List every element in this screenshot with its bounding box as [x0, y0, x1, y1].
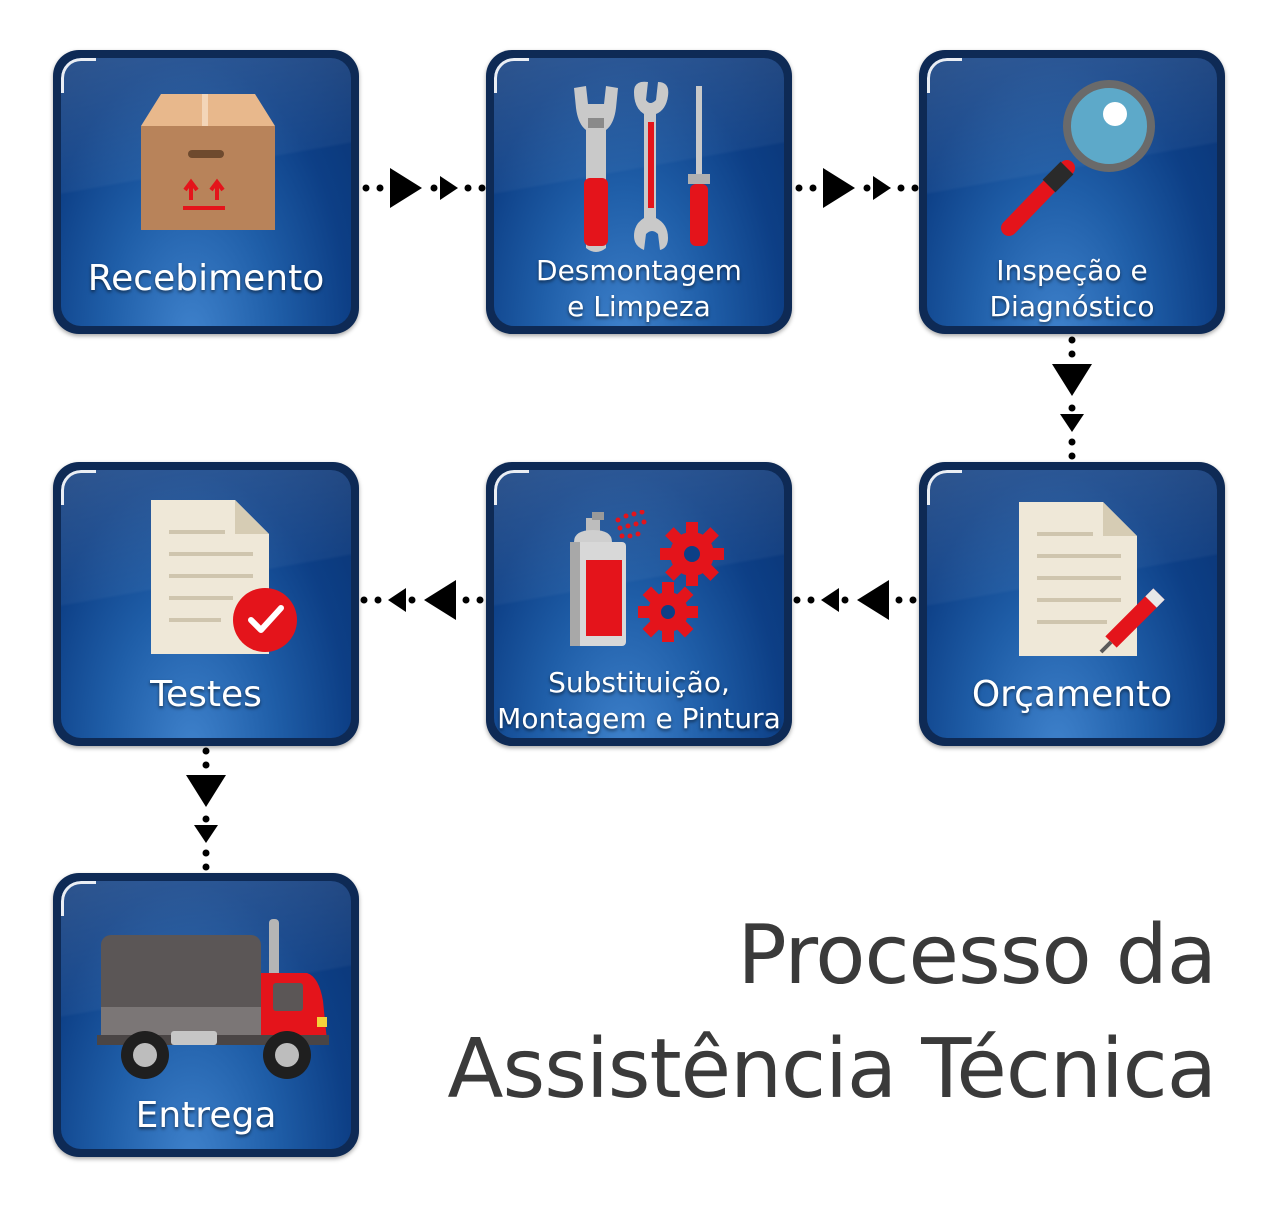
step-label-line1: Substituição, [548, 666, 730, 699]
card-background: Substituição, Montagem e Pintura [494, 470, 784, 738]
step-label: Recebimento [87, 258, 325, 299]
magnifier-icon [1001, 80, 1155, 236]
arrow-connector-down [186, 747, 226, 871]
diagram-title-line2: Assistência Técnica [447, 1022, 1217, 1117]
card-background: Entrega [61, 881, 351, 1149]
step-label-line1: Inspeção e [996, 254, 1148, 287]
card-background: Inspeção e Diagnóstico [927, 58, 1217, 326]
spray-gears-icon [570, 510, 724, 646]
document-pen-icon [1019, 502, 1165, 656]
document-check-icon [151, 500, 297, 654]
card-background: Testes [61, 470, 351, 738]
step-label: Testes [150, 674, 262, 715]
step-card-testes: Testes [53, 462, 359, 746]
step-label-line2: Diagnóstico [989, 290, 1155, 323]
arrow-connector-down [1052, 336, 1092, 460]
truck-icon [97, 919, 329, 1079]
step-label-line2: e Limpeza [567, 290, 711, 323]
step-card-substituicao: Substituição, Montagem e Pintura [486, 462, 792, 746]
card-background: Desmontagem e Limpeza [494, 58, 784, 326]
step-label: Entrega [135, 1095, 277, 1136]
diagram-title-line1: Processo da [737, 908, 1217, 1003]
box-icon [141, 94, 275, 230]
step-card-orcamento: Orçamento [919, 462, 1225, 746]
arrow-connector-right [795, 168, 919, 208]
arrow-connector-left [793, 580, 917, 620]
step-label-line2: Montagem e Pintura [497, 702, 781, 735]
tools-icon [574, 81, 710, 252]
step-card-desmontagem: Desmontagem e Limpeza [486, 50, 792, 334]
step-label-line1: Desmontagem [536, 254, 742, 287]
arrow-connector-right [362, 168, 486, 208]
card-background: Recebimento [61, 58, 351, 326]
step-card-entrega: Entrega [53, 873, 359, 1157]
arrow-connector-left [360, 580, 484, 620]
step-card-inspecao: Inspeção e Diagnóstico [919, 50, 1225, 334]
step-label: Orçamento [971, 674, 1173, 715]
card-background: Orçamento [927, 470, 1217, 738]
step-card-recebimento: Recebimento [53, 50, 359, 334]
